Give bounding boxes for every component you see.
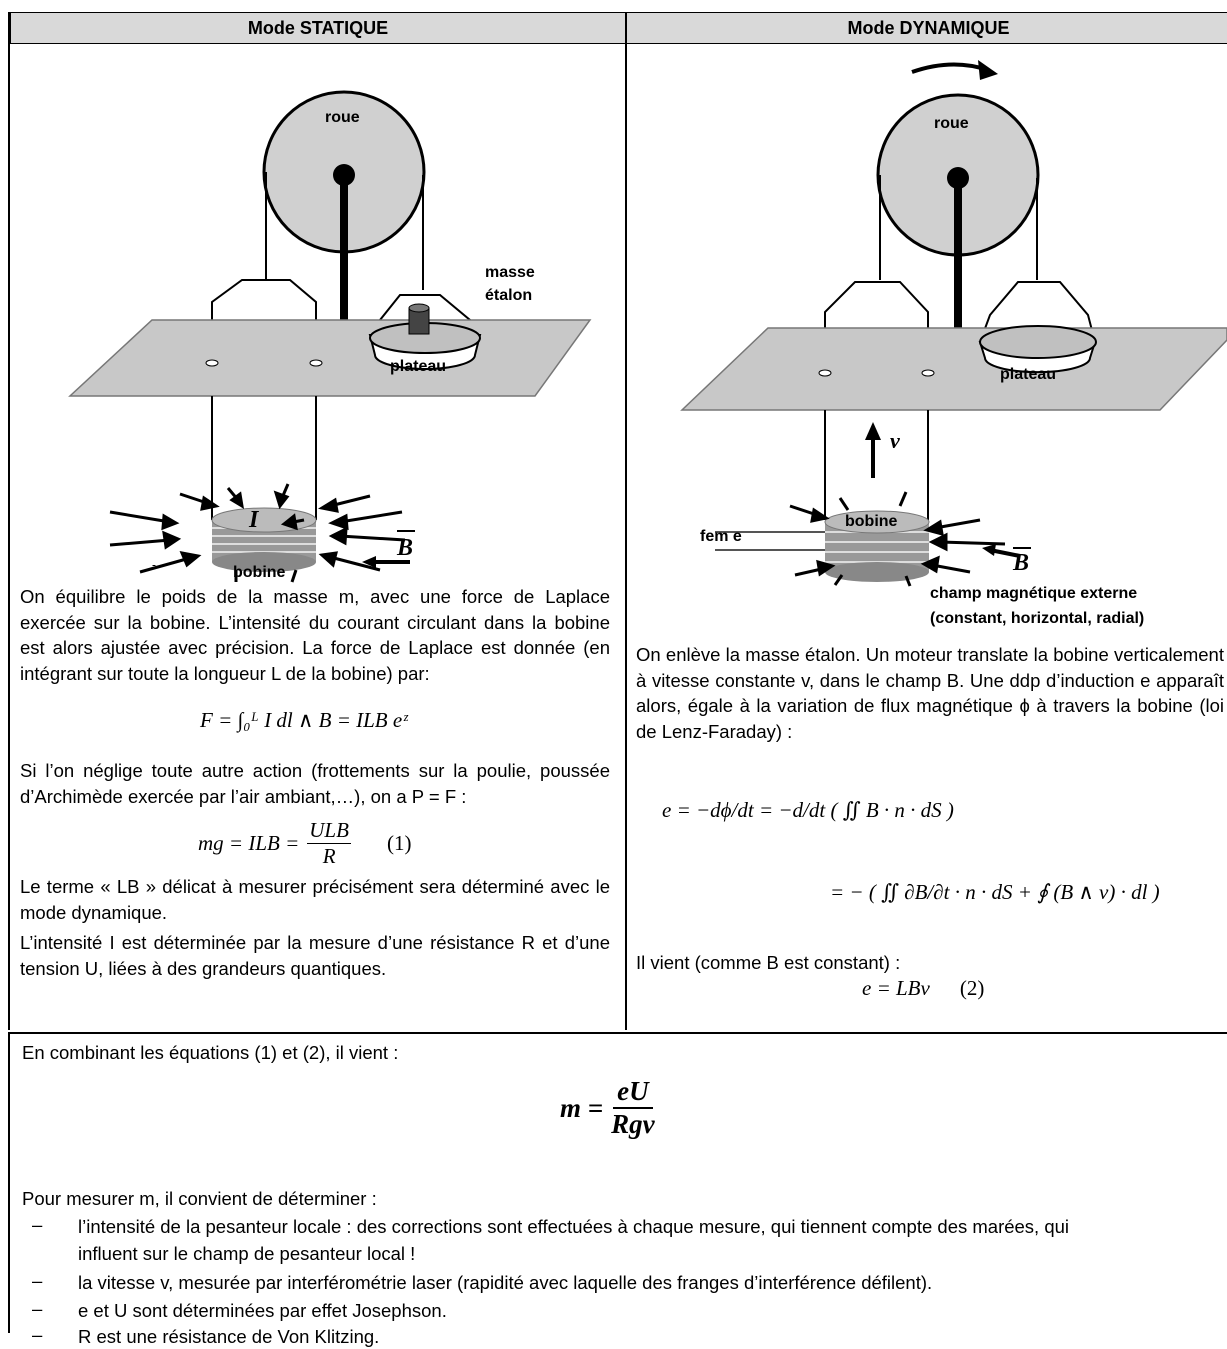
vector-bar [397, 530, 415, 532]
static-balance-figure [68, 90, 592, 583]
equation-1: mg = ILB = ULB R (1) [198, 818, 411, 869]
flux-equation-2: = − ( ∬ ∂B/∂t · n · dS + ∮ (B ∧ v) · dl … [830, 880, 1160, 904]
field-arrows [789, 491, 1006, 587]
mass-eq-denominator: Rgv [611, 1109, 655, 1139]
static-paragraph-1: On équilibre le poids de la masse m, ave… [20, 586, 610, 684]
eq2-tag: (2) [959, 976, 985, 1000]
static-header: Mode STATIQUE [10, 12, 626, 44]
dynamic-header: Mode DYNAMIQUE [626, 12, 1227, 44]
static-paragraph-2: Si l’on néglige toute autre action (frot… [20, 760, 610, 807]
column-divider [625, 12, 627, 1030]
eq1-numerator: ULB [307, 818, 351, 844]
coil [824, 510, 930, 582]
coil-label-dynamic: bobine [845, 513, 898, 530]
dynamic-balance-figure [680, 60, 1227, 587]
list-item: e et U sont déterminées par effet Joseph… [78, 1300, 447, 1321]
coil-label-static: bobine [233, 564, 286, 581]
mass-label-1: masse [485, 264, 535, 281]
velocity-label: v [890, 428, 900, 453]
eq1-fraction: ULB R [307, 818, 351, 869]
mass-label-2: étalon [485, 287, 533, 304]
plate-label-dynamic: plateau [1000, 366, 1057, 383]
bullet-dash: – [32, 1298, 43, 1319]
emf-label: fem e [700, 528, 742, 545]
list-item: la vitesse v, mesurée par interférométri… [78, 1272, 933, 1293]
field-label-dynamic: B [1013, 550, 1030, 576]
mass-equation: m = eU Rgv [560, 1076, 655, 1140]
eq1-tag: (1) [386, 831, 412, 855]
field-arrows [109, 483, 406, 583]
vector-bar [1013, 547, 1031, 549]
eq2: e = LBv [862, 976, 930, 1000]
conclusion-intro: En combinant les équations (1) et (2), i… [22, 1042, 399, 1063]
plate-label-static: plateau [390, 358, 447, 375]
bullet-dash: – [32, 1214, 43, 1235]
dynamic-paragraph-1: On enlève la masse étalon. Un moteur tra… [636, 644, 1224, 742]
mass-eq-numerator: eU [613, 1076, 653, 1109]
current-label: I [249, 507, 259, 533]
platform [680, 327, 1227, 411]
dynamic-paragraph-2: Il vient (comme B est constant) : [636, 952, 901, 973]
force-equation: F = ∫₀ᴸ I dl ∧ B = ILB eᶻ [200, 708, 408, 732]
mass-eq-fraction: eU Rgv [611, 1076, 655, 1140]
eq1-denominator: R [322, 844, 336, 868]
wheel-label-static: roue [325, 109, 360, 126]
plate [979, 325, 1097, 359]
bullet-dash: – [32, 1324, 43, 1345]
conclusion-box: En combinant les équations (1) et (2), i… [8, 1032, 1227, 1347]
wheel-label-dynamic: roue [934, 115, 969, 132]
measure-lead: Pour mesurer m, il convient de détermine… [22, 1188, 377, 1209]
field-label-static: B [397, 535, 414, 561]
comparison-table: Mode STATIQUE Mode DYNAMIQUE [8, 12, 1227, 1030]
list-item: R est une résistance de Von Klitzing. [78, 1326, 380, 1347]
mass-eq-left: m = [560, 1092, 604, 1123]
external-field-props: (constant, horizontal, radial) [930, 610, 1145, 627]
list-item: l’intensité de la pesanteur locale : des… [78, 1216, 1070, 1237]
external-field-label: champ magnétique externe [930, 585, 1138, 602]
equation-2: e = LBv (2) [862, 976, 984, 1001]
list-item-continuation: influent sur le champ de pesanteur local… [78, 1243, 416, 1264]
rotation-arrow [911, 62, 989, 74]
platform [68, 319, 592, 397]
static-paragraph-4: L’intensité I est déterminée par la mesu… [20, 932, 610, 979]
coil [211, 507, 317, 572]
static-paragraph-3: Le terme « LB » délicat à mesurer précis… [20, 876, 610, 923]
bullet-dash: – [32, 1270, 43, 1291]
eq1-left: mg = ILB = [198, 831, 300, 855]
flux-equation-1: e = −dϕ/dt = −d/dt ( ∬ B · n · dS ) [662, 798, 954, 822]
wheel-stand [340, 175, 348, 365]
